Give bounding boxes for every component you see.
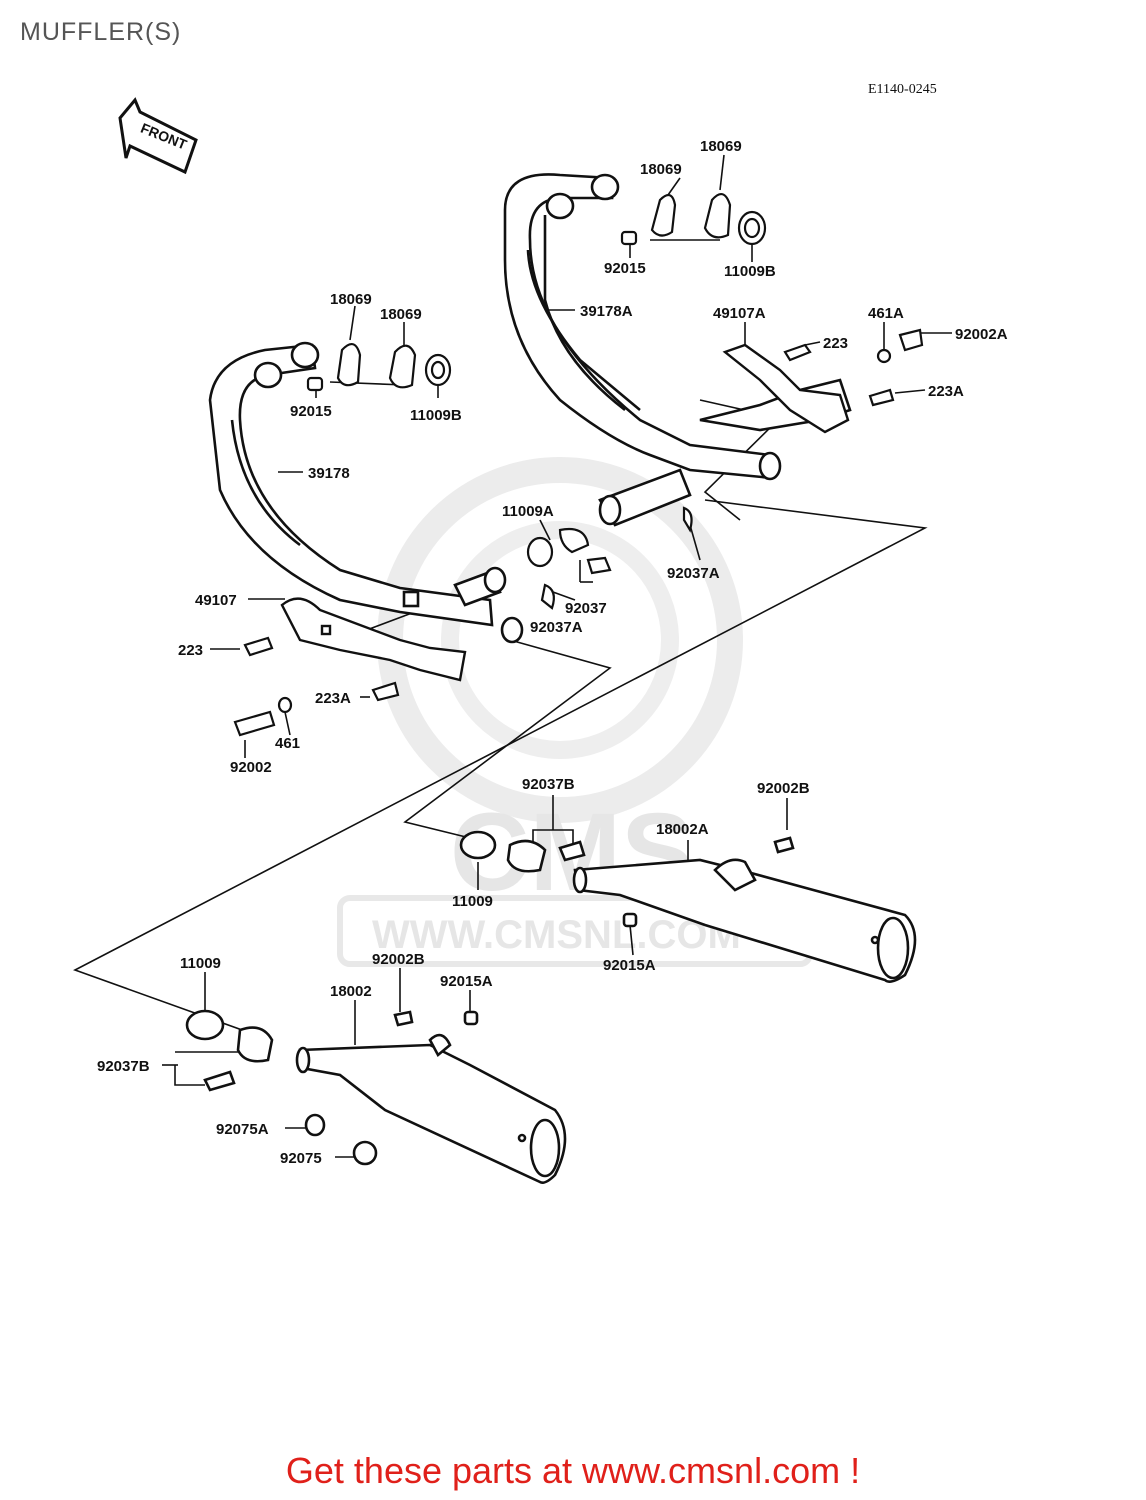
part-label-11009-left: 11009 (180, 955, 221, 972)
bracket-49107 (280, 597, 467, 682)
clamp-parts-right (620, 193, 924, 533)
part-label-92075: 92075 (280, 1150, 322, 1167)
bracket-49107a (722, 343, 850, 434)
page-title: MUFFLER(S) (20, 18, 182, 46)
part-label-92002b-right: 92002B (757, 780, 810, 797)
part-label-18002a: 18002A (656, 821, 709, 838)
part-label-223a-right: 223A (928, 383, 964, 400)
part-label-11009b-right: 11009B (724, 263, 776, 280)
exploded-parts-diagram: CMS WWW.CMSNL.COM FRONT (73, 97, 1008, 1184)
watermark-url: WWW.CMSNL.COM (372, 913, 741, 957)
part-label-11009a: 11009A (502, 503, 554, 520)
part-label-49107a: 49107A (713, 305, 766, 322)
muffler-18002 (185, 1009, 567, 1184)
part-label-18069-c: 18069 (330, 291, 372, 308)
diagram-code: E1140-0245 (868, 82, 937, 97)
part-label-92002b-left: 92002B (372, 951, 425, 968)
part-label-92037a-right: 92037A (667, 565, 720, 582)
part-label-92037: 92037 (565, 600, 607, 617)
part-label-223-right: 223 (823, 335, 848, 352)
footer-link[interactable]: Get these parts at www.cmsnl.com ! (285, 1450, 861, 1491)
part-label-92015-left: 92015 (290, 403, 332, 420)
part-label-92037a-left: 92037A (530, 619, 583, 636)
part-label-92075a: 92075A (216, 1121, 269, 1138)
header-pipe-left (208, 341, 524, 644)
part-label-223a-left: 223A (315, 690, 351, 707)
part-label-18069-a: 18069 (700, 138, 742, 155)
part-label-92015-right: 92015 (604, 260, 646, 277)
muffler-18002a (459, 830, 917, 983)
header-pipe-right (503, 173, 852, 527)
part-label-49107: 49107 (195, 592, 237, 609)
part-label-92037b-left: 92037B (97, 1058, 150, 1075)
part-label-223-left: 223 (178, 642, 203, 659)
part-label-461: 461 (275, 735, 300, 752)
clamp-parts-left (233, 343, 612, 737)
part-label-39178a: 39178A (580, 303, 633, 320)
part-label-461a: 461A (868, 305, 904, 322)
part-label-11009b-left: 11009B (410, 407, 462, 424)
front-arrow-icon: FRONT (118, 97, 198, 175)
part-label-11009-right: 11009 (452, 893, 493, 910)
part-label-92015a-left: 92015A (440, 973, 493, 990)
part-label-92037b-right: 92037B (522, 776, 575, 793)
part-label-39178: 39178 (308, 465, 350, 482)
part-label-18069-d: 18069 (380, 306, 422, 323)
part-label-92015a-right: 92015A (603, 957, 656, 974)
part-label-92002a: 92002A (955, 326, 1008, 343)
part-labels: 18069 18069 92015 11009B 39178A 49107A 2… (97, 138, 1008, 1167)
part-label-92002: 92002 (230, 759, 272, 776)
part-label-18069-b: 18069 (640, 161, 682, 178)
part-label-18002: 18002 (330, 983, 372, 1000)
footer-promo: Get these parts at www.cmsnl.com ! (0, 1450, 1146, 1492)
